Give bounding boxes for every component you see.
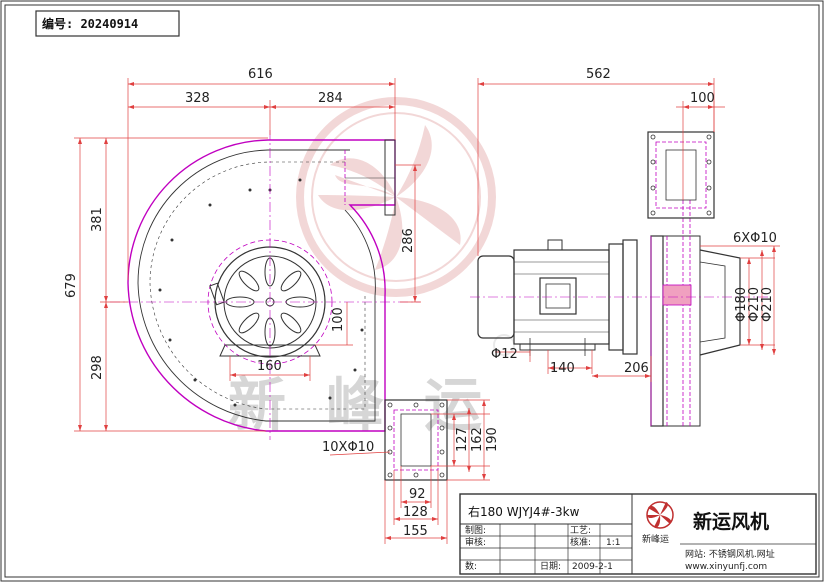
company-logo — [646, 501, 674, 529]
dim-155: 155 — [403, 524, 428, 539]
watermark-logo — [296, 97, 515, 356]
dim-128: 128 — [403, 505, 428, 520]
dim-206: 206 — [624, 361, 649, 376]
dim-328: 328 — [185, 91, 210, 106]
side-view — [110, 130, 420, 440]
title-block — [459, 493, 817, 575]
dim-6x-hole: 6XΦ10 — [733, 231, 777, 246]
flange-outer — [384, 399, 448, 481]
dim-dia-210a: Φ210 — [747, 287, 762, 322]
dim-140: 140 — [550, 361, 575, 376]
website-url: www.xinyunfj.com — [685, 562, 767, 572]
volute-inner-line — [137, 149, 376, 422]
dim-92: 92 — [409, 487, 426, 502]
volute-bolt-line — [149, 161, 366, 410]
outlet-flange-side — [384, 139, 396, 216]
housing-side — [650, 235, 664, 427]
dim-679: 679 — [64, 273, 79, 298]
flange-arrows — [385, 400, 486, 540]
label-approve: 核准: — [570, 536, 591, 548]
label-qty: 数: — [465, 560, 477, 572]
dim-190: 190 — [485, 427, 500, 452]
dim-100-motor: 100 — [331, 307, 346, 332]
dim-286: 286 — [401, 228, 416, 253]
dim-100-flange: 100 — [690, 91, 715, 106]
label-process: 工艺: — [570, 525, 591, 536]
inner-frame — [4, 4, 820, 578]
side-view-arrows — [78, 82, 417, 431]
model-name: 右180 WJYJ4#-3kw — [468, 504, 580, 519]
scale-value: 1:1 — [606, 538, 620, 548]
outlet-flange-front — [647, 131, 715, 219]
terminal-box — [539, 277, 577, 315]
website-label: 网站: 不锈钢风机.网址 — [685, 548, 775, 560]
dim-dia-180: Φ180 — [734, 287, 749, 322]
dim-284: 284 — [318, 91, 343, 106]
front-view — [470, 131, 770, 427]
dim-381: 381 — [90, 207, 105, 232]
dim-616: 616 — [248, 67, 273, 82]
dim-10x-hole: 10XΦ10 — [322, 440, 374, 455]
impeller-hub — [662, 284, 692, 306]
drawing-number: 编号: 20240914 — [41, 16, 138, 31]
inlet-cone — [699, 249, 741, 356]
label-review: 审核: — [465, 536, 486, 548]
dim-298: 298 — [90, 355, 105, 380]
logo-caption: 新峰运 — [642, 533, 669, 545]
outlet-flange-detail — [384, 399, 448, 481]
date-value: 2009-2-1 — [572, 562, 613, 572]
company-name: 新运风机 — [693, 510, 769, 533]
volute-outline — [127, 139, 396, 432]
dim-127: 127 — [455, 427, 470, 452]
front-view-dimension-lines — [477, 78, 780, 382]
flange-dimension-lines — [329, 399, 490, 544]
flange-opening — [400, 413, 432, 467]
label-made: 制图: — [465, 524, 486, 536]
dim-160: 160 — [257, 359, 282, 374]
dim-dia-210b: Φ210 — [760, 287, 775, 322]
drawing-number-box — [35, 10, 180, 37]
label-date: 日期: — [540, 561, 561, 572]
front-view-arrows — [478, 82, 776, 378]
dim-162: 162 — [470, 427, 485, 452]
dim-562: 562 — [586, 67, 611, 82]
dim-dia-12: Φ12 — [491, 347, 518, 362]
